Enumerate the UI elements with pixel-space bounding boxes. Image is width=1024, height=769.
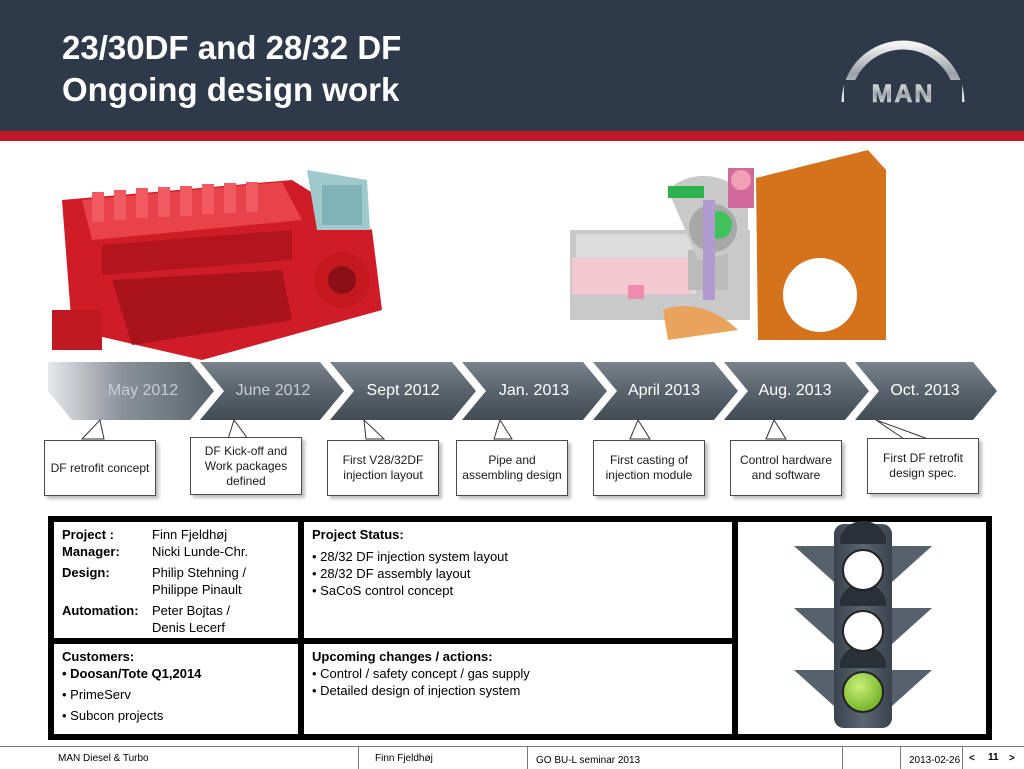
project-status-cell: Project Status: • 28/32 DF injection sys… xyxy=(304,522,732,638)
status-item: • SaCoS control concept xyxy=(312,583,454,598)
callout-milestone: DF retrofit concept xyxy=(44,440,156,496)
automation-value: Peter Bojtas / xyxy=(152,603,231,618)
customer-item: • PrimeServ xyxy=(62,687,131,702)
project-team-cell: Project : Finn Fjeldhøj Manager: Nicki Lun… xyxy=(54,522,298,638)
chevron-april-2013 xyxy=(593,362,738,420)
upcoming-heading: Upcoming changes / actions: xyxy=(312,649,493,664)
customers-heading: Customers: xyxy=(62,649,135,664)
design-value: Philippe Pinault xyxy=(152,582,242,597)
customer-item: • Subcon projects xyxy=(62,708,164,723)
chevron-sept-2012 xyxy=(330,362,476,420)
footer-date: 2013-02-26 xyxy=(909,755,961,766)
callout-milestone: First casting of injection module xyxy=(593,440,705,496)
project-manager-value: Nicki Lunde-Chr. xyxy=(152,544,249,559)
header-bar xyxy=(0,0,1024,131)
project-manager-value: Finn Fjeldhøj xyxy=(152,527,228,542)
timeline-label: Aug. 2013 xyxy=(758,382,832,399)
automation-label: Automation: xyxy=(62,603,139,618)
upcoming-actions-cell: Upcoming changes / actions: • Control / … xyxy=(304,644,732,734)
chevron-june-2012 xyxy=(200,362,344,420)
timeline-label: April 2013 xyxy=(627,382,701,399)
automation-value: Denis Lecerf xyxy=(152,620,225,635)
chevron-jan-2013 xyxy=(462,362,607,420)
upcoming-item: • Detailed design of injection system xyxy=(312,683,521,698)
upcoming-item: • Control / safety concept / gas supply xyxy=(312,666,530,681)
project-status-heading: Project Status: xyxy=(312,527,404,542)
page-number: 11 xyxy=(988,752,999,763)
timeline-label: May 2012 xyxy=(107,382,179,399)
timeline-label: Sept 2012 xyxy=(366,382,440,399)
injection-cad-drawing xyxy=(568,150,890,350)
chevron-aug-2013 xyxy=(724,362,869,420)
accent-stripe xyxy=(0,131,1024,141)
footer-divider xyxy=(527,747,528,769)
prev-slide-button[interactable]: < xyxy=(969,753,975,764)
traffic-light-icon xyxy=(794,520,932,728)
footer-bar: MAN Diesel & Turbo Finn Fjeldhøj GO BU-L… xyxy=(0,746,1024,769)
customer-item: • Doosan/Tote Q1,2014 xyxy=(62,666,202,681)
next-slide-button[interactable]: > xyxy=(1009,753,1015,764)
traffic-light-red-lamp xyxy=(842,549,884,591)
callout-milestone: Pipe and assembling design xyxy=(456,440,568,496)
timeline-label: Jan. 2013 xyxy=(498,382,570,399)
footer-author: Finn Fjeldhøj xyxy=(375,753,433,764)
customers-cell: Customers: • Doosan/Tote Q1,2014 • Prime… xyxy=(54,644,298,734)
design-value: Philip Stehning / xyxy=(152,565,246,580)
footer-divider xyxy=(900,747,901,769)
callout-milestone: Control hardware and software xyxy=(730,440,842,496)
footer-divider xyxy=(358,747,359,769)
footer-divider xyxy=(842,747,843,769)
timeline-label: Oct. 2013 xyxy=(890,382,960,399)
man-logo: MAN xyxy=(841,40,965,108)
slide-title-line2: Ongoing design work xyxy=(62,71,400,108)
footer-divider xyxy=(962,747,963,769)
chevron-oct-2013 xyxy=(855,362,997,420)
callout-milestone: DF Kick-off and Work packages defined xyxy=(190,437,302,495)
project-manager-label: Project : xyxy=(62,527,115,542)
traffic-light-yellow-lamp xyxy=(842,610,884,652)
slide-title-line1: 23/30DF and 28/32 DF xyxy=(62,29,402,66)
footer-company: MAN Diesel & Turbo xyxy=(58,753,149,764)
status-item: • 28/32 DF injection system layout xyxy=(312,549,509,564)
footer-event: GO BU-L seminar 2013 xyxy=(536,755,641,766)
callout-milestone: First DF retrofit design spec. xyxy=(867,438,979,494)
chevron-may-2012 xyxy=(48,362,214,420)
svg-text:MAN: MAN xyxy=(872,80,935,108)
design-label: Design: xyxy=(62,565,110,580)
status-item: • 28/32 DF assembly layout xyxy=(312,566,471,581)
timeline-bar xyxy=(48,362,997,420)
project-manager-label: Manager: xyxy=(62,544,120,559)
callout-milestone: First V28/32DF injection layout xyxy=(327,440,439,496)
engine-photo xyxy=(52,160,387,365)
timeline-label: June 2012 xyxy=(235,382,311,399)
traffic-light-green-lamp xyxy=(842,671,884,713)
